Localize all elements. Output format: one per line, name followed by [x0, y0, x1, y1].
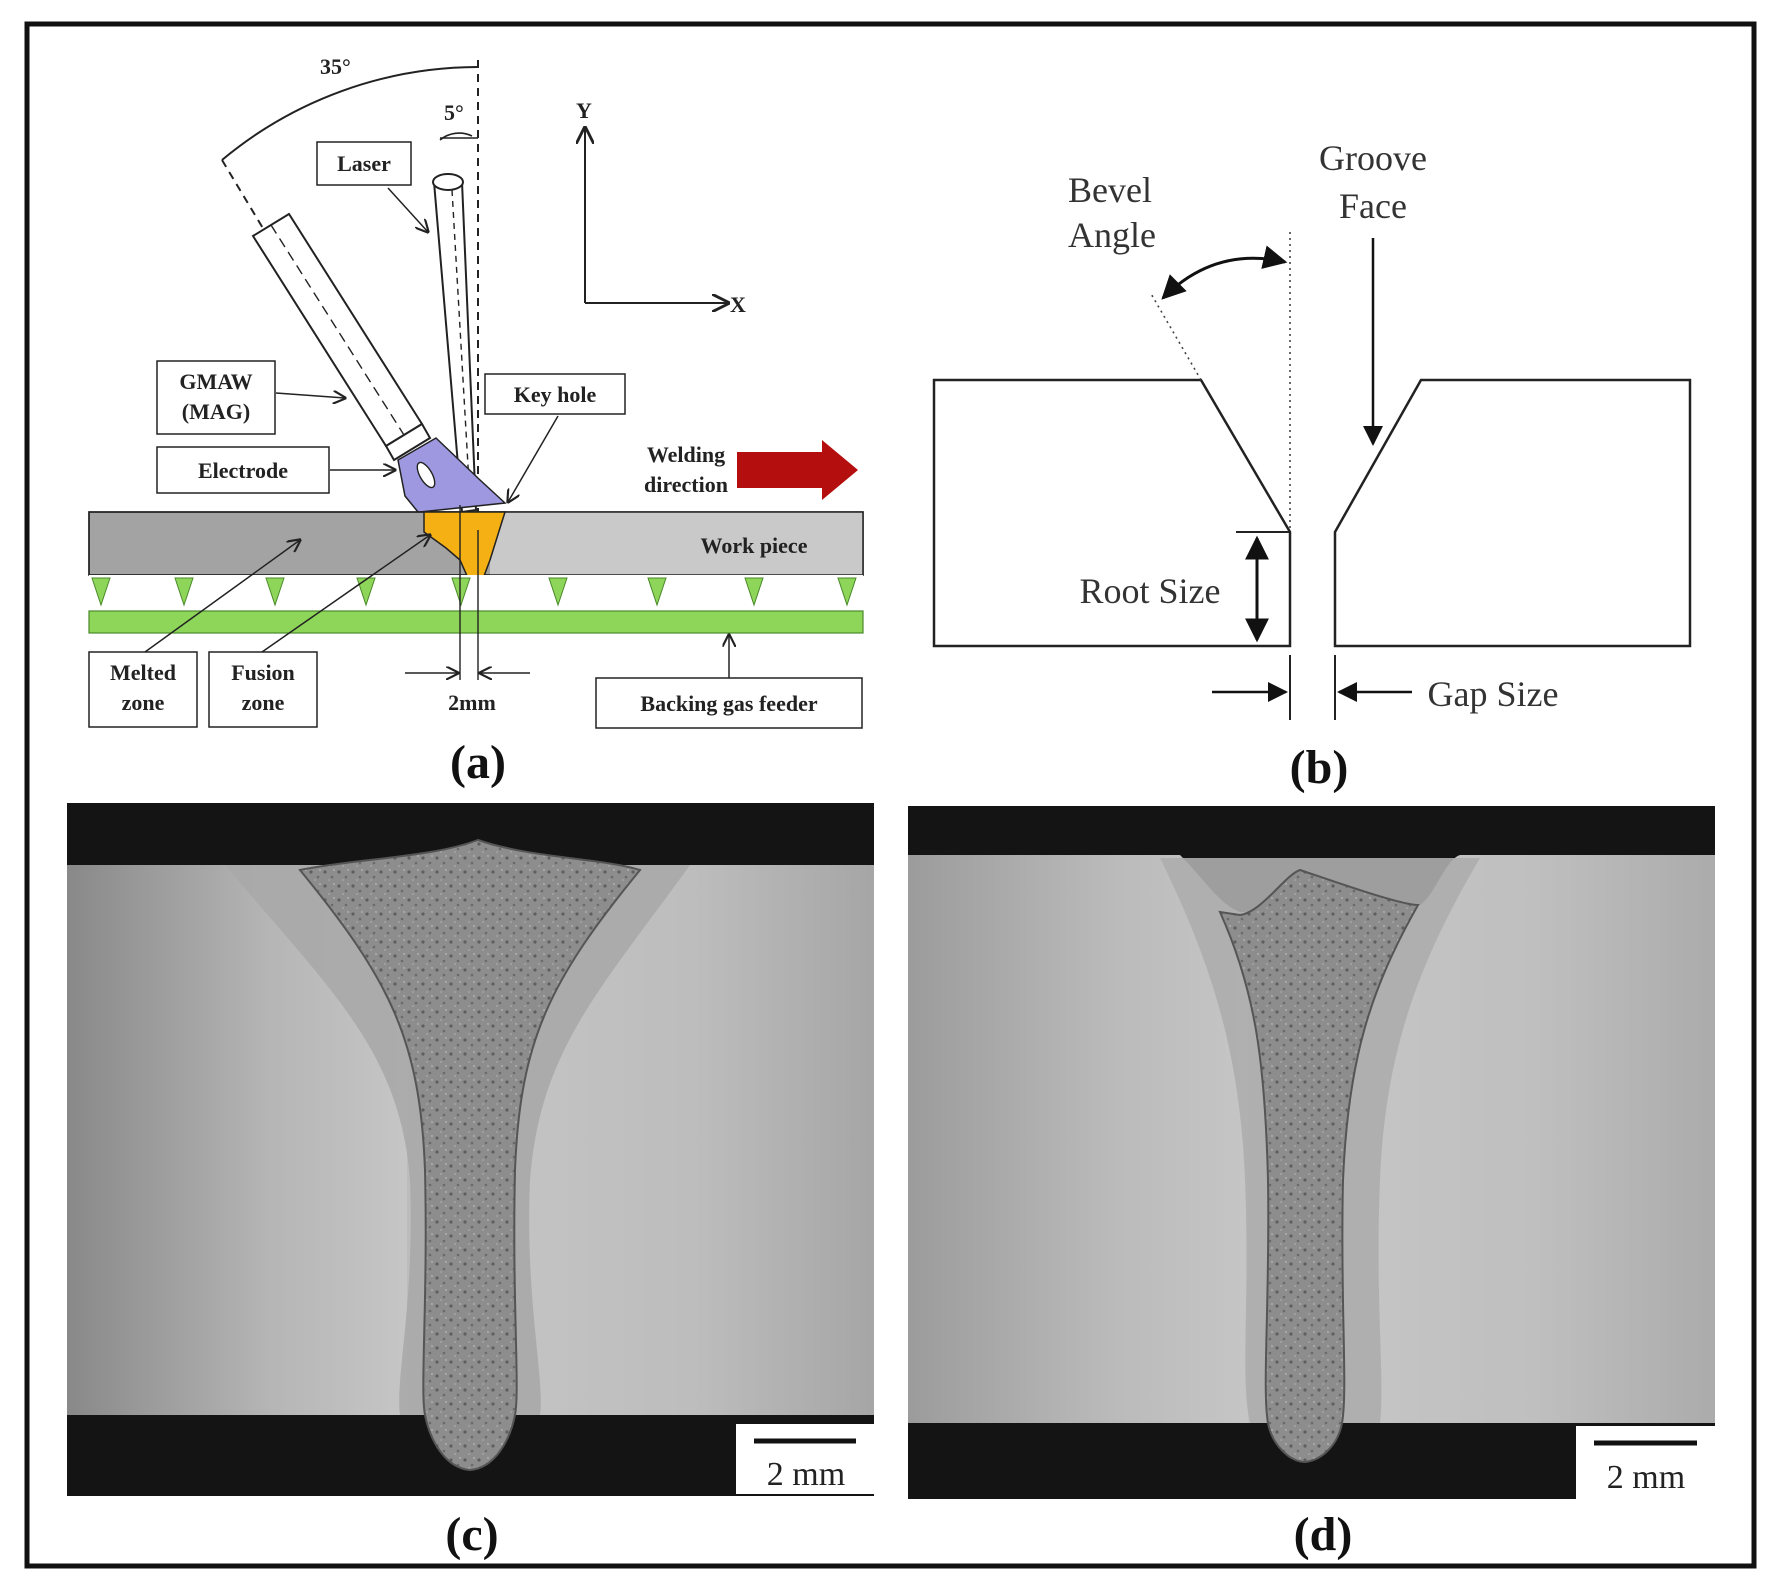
key-hole-label: Key hole: [514, 382, 597, 407]
backing-bar: [88, 610, 864, 634]
panel-c: 2 mm (c): [67, 803, 874, 1561]
right-plate: [1333, 378, 1692, 648]
angle-5-label: 5°: [444, 100, 464, 125]
panel-d: 2 mm (d): [908, 806, 1715, 1561]
laser-box: [316, 141, 412, 186]
laser-head: [432, 173, 478, 514]
melted-zone-box: [88, 651, 198, 728]
melted-zone-pointer: [144, 540, 300, 653]
fusion-zone-line1: Fusion: [231, 660, 295, 685]
caption-c: (c): [445, 1508, 498, 1561]
work-piece-light: [490, 512, 863, 575]
scale-bar-c-label: 2 mm: [767, 1456, 845, 1493]
scale-bar-d-box: [1576, 1426, 1715, 1499]
arc-plasma: [397, 437, 507, 513]
bevel-label-line2: Angle: [1068, 215, 1156, 255]
groove-label-line2: Face: [1339, 186, 1407, 226]
welding-label-line1: Welding: [647, 442, 725, 467]
y-axis-label: Y: [576, 98, 592, 123]
welding-label-line2: direction: [644, 472, 728, 497]
offset-label: 2mm: [448, 690, 496, 715]
left-plate: [932, 378, 1292, 648]
backing-supports: [89, 575, 863, 607]
laser-label: Laser: [337, 151, 391, 176]
backing-gas-label: Backing gas feeder: [640, 691, 817, 716]
welding-direction-arrow: [737, 440, 858, 500]
fusion-zone-pointer: [261, 535, 430, 653]
fusion-zone-line2: zone: [242, 690, 285, 715]
bevel-extension-line: [1149, 291, 1202, 381]
gmaw-label-line1: GMAW: [179, 369, 252, 394]
gmaw-box: [156, 360, 276, 435]
x-axis-label: X: [730, 292, 746, 317]
bevel-angle-arrow: [1161, 245, 1288, 300]
angle-arc-35: [221, 66, 479, 161]
laser-pointer: [387, 187, 428, 232]
caption-d: (d): [1294, 1508, 1353, 1561]
gmaw-torch: [251, 212, 432, 462]
scale-bar-c-box: [736, 1424, 874, 1494]
electrode-label: Electrode: [198, 458, 288, 483]
angle-35-label: 35°: [320, 54, 351, 79]
micrograph-d-left-shade: [908, 855, 1248, 1423]
caption-a: (a): [450, 736, 506, 789]
work-piece-label: Work piece: [701, 533, 808, 558]
caption-b: (b): [1290, 741, 1349, 794]
key-hole-box: [484, 373, 626, 415]
gmaw-angle-line: [221, 159, 271, 241]
melted-zone-line1: Melted: [110, 660, 176, 685]
groove-label-line1: Groove: [1319, 138, 1427, 178]
scale-bar-d-label: 2 mm: [1607, 1459, 1685, 1496]
panel-b: Bevel Angle Groove Face Root Size Gap Si…: [932, 138, 1692, 794]
gap-size-label: Gap Size: [1428, 674, 1559, 714]
root-size-label: Root Size: [1080, 571, 1221, 611]
panel-a: 35° 5° Y X: [88, 54, 864, 789]
melted-zone-line2: zone: [122, 690, 165, 715]
bevel-label-line1: Bevel: [1068, 170, 1152, 210]
micrograph-d-weld-bead: [1218, 868, 1420, 1464]
gmaw-pointer: [275, 393, 345, 398]
micrograph-c-weld-bead: [298, 838, 642, 1472]
fusion-zone-box: [208, 651, 318, 728]
gmaw-label-line2: (MAG): [182, 399, 250, 424]
electrode-box: [156, 446, 330, 494]
key-hole-pointer: [508, 415, 559, 502]
electrode-wire: [416, 461, 436, 489]
